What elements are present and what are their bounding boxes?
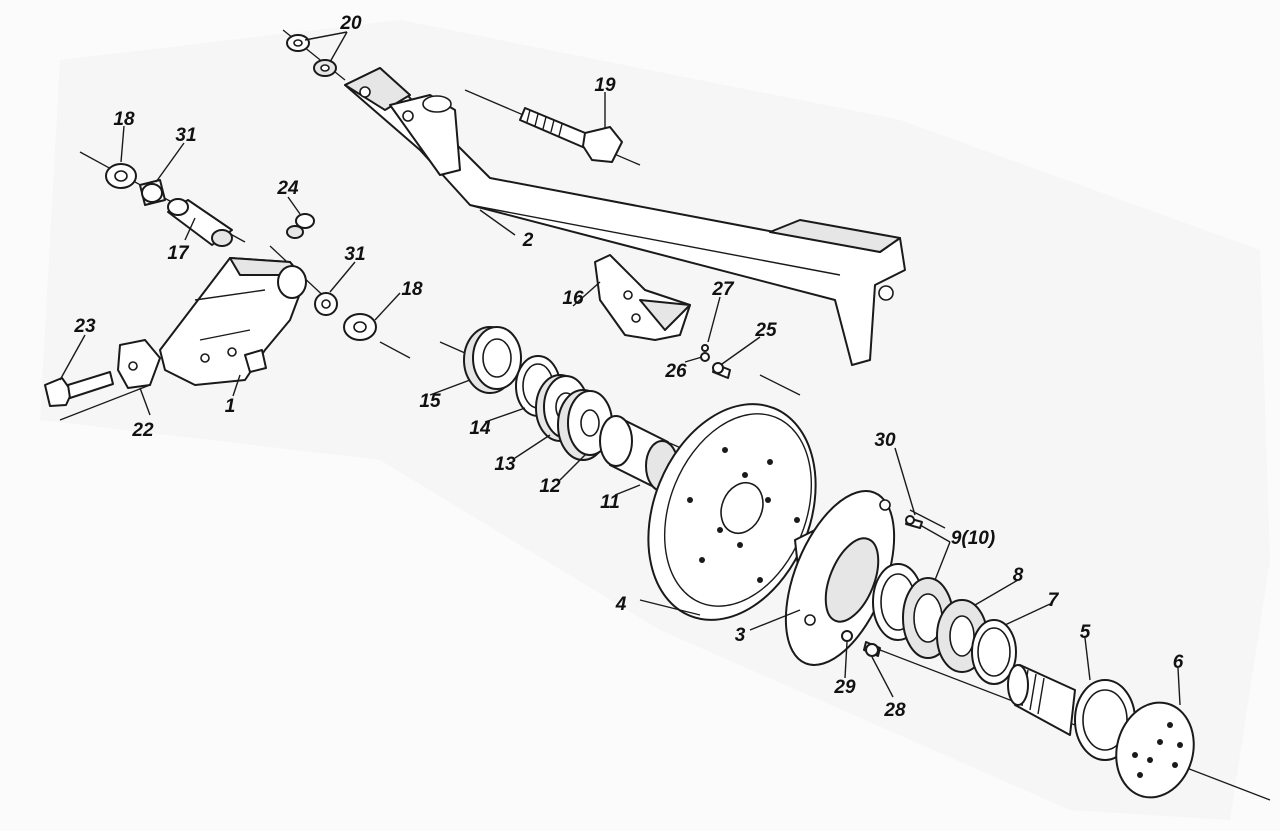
hub-3 (784, 490, 896, 666)
screw-30 (905, 515, 923, 529)
nut-washer-24 (286, 213, 315, 239)
callout-label: 26 (664, 361, 687, 382)
clip-22 (117, 339, 161, 389)
bolt-23 (44, 371, 114, 407)
callout-label: 9(10) (951, 528, 995, 549)
bracket-1 (159, 257, 307, 386)
washer-18-lower (343, 313, 377, 341)
callout-label: 23 (73, 316, 96, 337)
callout-label: 18 (401, 279, 423, 300)
ring-7 (971, 619, 1017, 685)
washer-29 (841, 630, 853, 642)
callout-labels: 1 2 3 4 5 6 7 8 9(10) 11 12 13 14 15 16 … (73, 13, 1183, 721)
frame-arm-part (344, 67, 906, 366)
screw-25 (712, 362, 731, 379)
callout-label: 14 (469, 418, 491, 439)
leader-lines (59, 31, 1181, 706)
washer-26 (700, 352, 710, 362)
callout-label: 17 (167, 243, 190, 264)
callout-label: 2 (522, 230, 534, 251)
callout-label: 24 (276, 178, 299, 199)
bushing-31-lower (314, 292, 338, 316)
callout-label: 19 (594, 75, 616, 96)
scraper-16 (594, 254, 691, 341)
cap-6 (1115, 701, 1195, 799)
nut-washer-20 (286, 34, 337, 77)
callout-label: 5 (1080, 622, 1091, 643)
callout-label: 31 (344, 244, 365, 265)
callout-label: 4 (615, 594, 627, 615)
callout-label: 16 (562, 288, 584, 309)
callout-label: 27 (711, 279, 735, 300)
bolt-19 (519, 107, 623, 163)
screw-28 (863, 641, 881, 657)
callout-label: 28 (883, 700, 906, 721)
callout-label: 25 (754, 320, 777, 341)
callout-label: 13 (494, 454, 516, 475)
disc-4 (647, 403, 817, 621)
pin-17 (167, 198, 233, 247)
cap-15 (463, 326, 522, 394)
callout-label: 22 (131, 420, 154, 441)
callout-label: 1 (225, 396, 236, 417)
callout-label: 31 (175, 125, 196, 146)
callout-label: 18 (113, 109, 135, 130)
callout-label: 8 (1013, 565, 1024, 586)
callout-label: 7 (1048, 590, 1060, 611)
callout-label: 11 (600, 492, 620, 513)
fastener-27 (701, 344, 709, 352)
callout-label: 3 (735, 625, 746, 646)
callout-label: 6 (1173, 652, 1184, 673)
callout-label: 12 (539, 476, 561, 497)
callout-label: 30 (874, 430, 896, 451)
washer-18-upper (105, 163, 137, 189)
callout-label: 15 (419, 391, 441, 412)
callout-label: 20 (339, 13, 362, 34)
callout-label: 29 (833, 677, 856, 698)
bushing-31-upper (139, 179, 166, 206)
